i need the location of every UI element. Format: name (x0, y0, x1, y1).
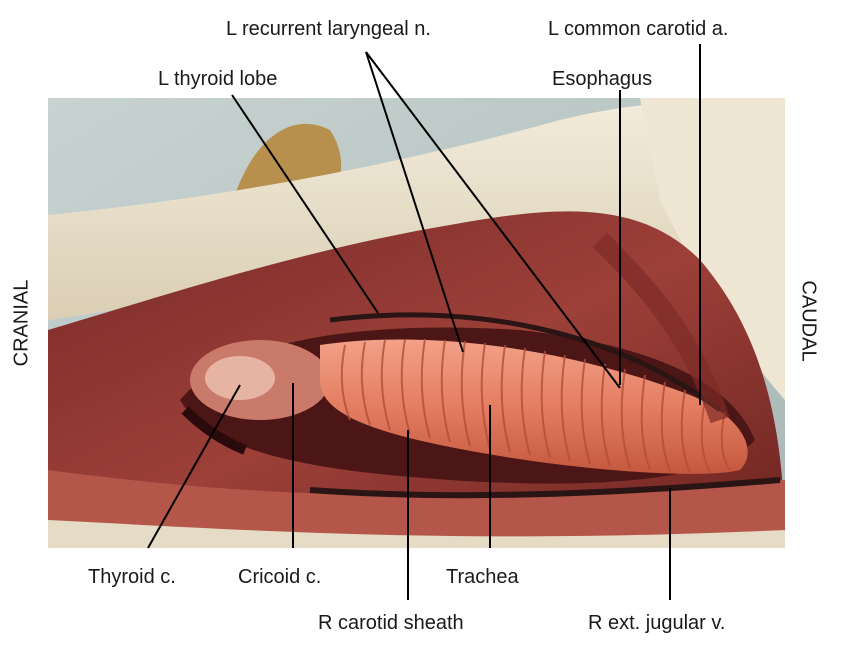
label-l-thyroid-lobe: L thyroid lobe (158, 68, 278, 90)
leader-thyroid-c (147, 384, 241, 549)
label-r-ext-jugular: R ext. jugular v. (588, 612, 726, 634)
label-cricoid-c: Cricoid c. (238, 566, 322, 588)
label-l-recurrent-laryngeal: L recurrent laryngeal n. (226, 18, 431, 40)
label-cranial: CRANIAL (10, 279, 33, 367)
label-caudal: CAUDAL (797, 280, 820, 362)
leader-recurrent-1 (365, 51, 464, 353)
leader-thyroid-lobe (231, 94, 379, 314)
leader-recurrent-2 (365, 51, 621, 389)
label-r-carotid-sheath: R carotid sheath (318, 612, 464, 634)
label-l-common-carotid: L common carotid a. (548, 18, 729, 40)
label-esophagus: Esophagus (552, 68, 653, 90)
label-thyroid-c: Thyroid c. (88, 566, 176, 588)
label-trachea: Trachea (446, 566, 519, 588)
